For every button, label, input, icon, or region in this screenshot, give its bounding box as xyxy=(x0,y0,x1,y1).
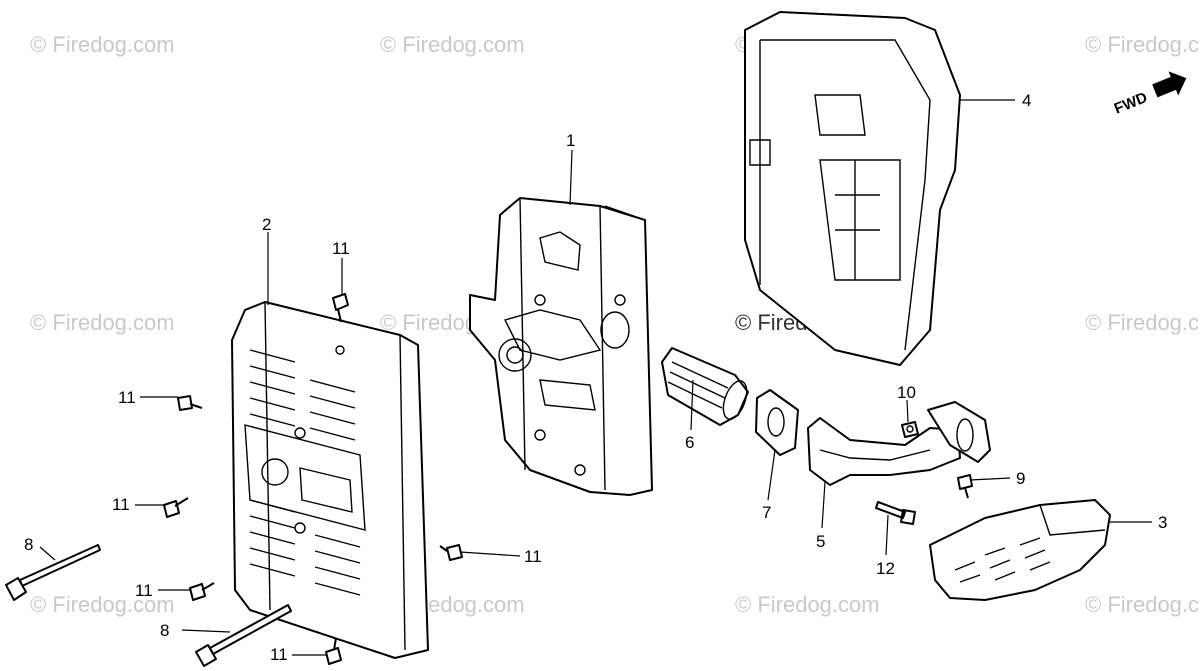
part-11-bolt xyxy=(325,637,342,665)
watermark: © Firedog.com xyxy=(30,592,175,617)
part-11-bolt xyxy=(439,544,463,561)
callout-11: 11 xyxy=(332,239,350,258)
callout-12: 12 xyxy=(876,559,895,578)
part-12-bolt xyxy=(875,501,916,525)
callout-labels: 1 2 3 4 5 6 7 8 8 9 10 11 11 11 11 11 11… xyxy=(24,91,1167,664)
callout-10: 10 xyxy=(897,383,916,402)
part-9-bolt xyxy=(957,474,973,499)
part-10-nut xyxy=(901,421,919,438)
callout-2: 2 xyxy=(262,215,271,234)
callout-5: 5 xyxy=(816,532,825,551)
leader-lines xyxy=(39,99,1152,656)
callout-6: 6 xyxy=(685,433,694,452)
part-7-gasket xyxy=(755,389,799,456)
callout-7: 7 xyxy=(762,503,771,522)
callout-11: 11 xyxy=(270,645,288,664)
part-8-bolt-upper xyxy=(5,544,101,601)
callout-1: 1 xyxy=(566,131,575,150)
watermark: © Firedog.com xyxy=(30,310,175,335)
part-11-bolt xyxy=(189,582,215,601)
part-11-bolt xyxy=(163,497,189,518)
callout-11: 11 xyxy=(135,581,153,600)
part-11-bolt xyxy=(332,293,349,323)
watermark: © Firedog.com xyxy=(1085,592,1200,617)
fwd-arrow-icon xyxy=(1152,71,1187,98)
fwd-indicator: FWD xyxy=(1112,71,1187,118)
part-5-exhaust-pipe xyxy=(807,401,991,486)
callout-11: 11 xyxy=(118,388,136,407)
callout-11: 11 xyxy=(524,547,542,566)
fwd-label: FWD xyxy=(1112,89,1150,118)
part-3-deflector xyxy=(929,499,1111,601)
callout-8: 8 xyxy=(160,621,169,640)
part-6-spark-arrester xyxy=(661,347,749,426)
callout-9: 9 xyxy=(1016,469,1025,488)
callout-4: 4 xyxy=(1022,91,1031,110)
watermark: © Firedog.com xyxy=(735,592,880,617)
part-11-bolt xyxy=(177,395,203,411)
callout-8: 8 xyxy=(24,535,33,554)
watermark: © Firedog.com xyxy=(30,32,175,57)
watermark: © Firedog.com xyxy=(1085,32,1200,57)
part-8-bolt-lower xyxy=(195,604,292,667)
watermark: © Firedog.com xyxy=(380,32,525,57)
part-4-protector xyxy=(744,11,961,366)
watermark: © Firedog.com xyxy=(1085,310,1200,335)
callout-11: 11 xyxy=(112,495,130,514)
part-2-cover xyxy=(231,301,429,659)
callout-3: 3 xyxy=(1158,513,1167,532)
part-1-muffler xyxy=(469,197,653,496)
